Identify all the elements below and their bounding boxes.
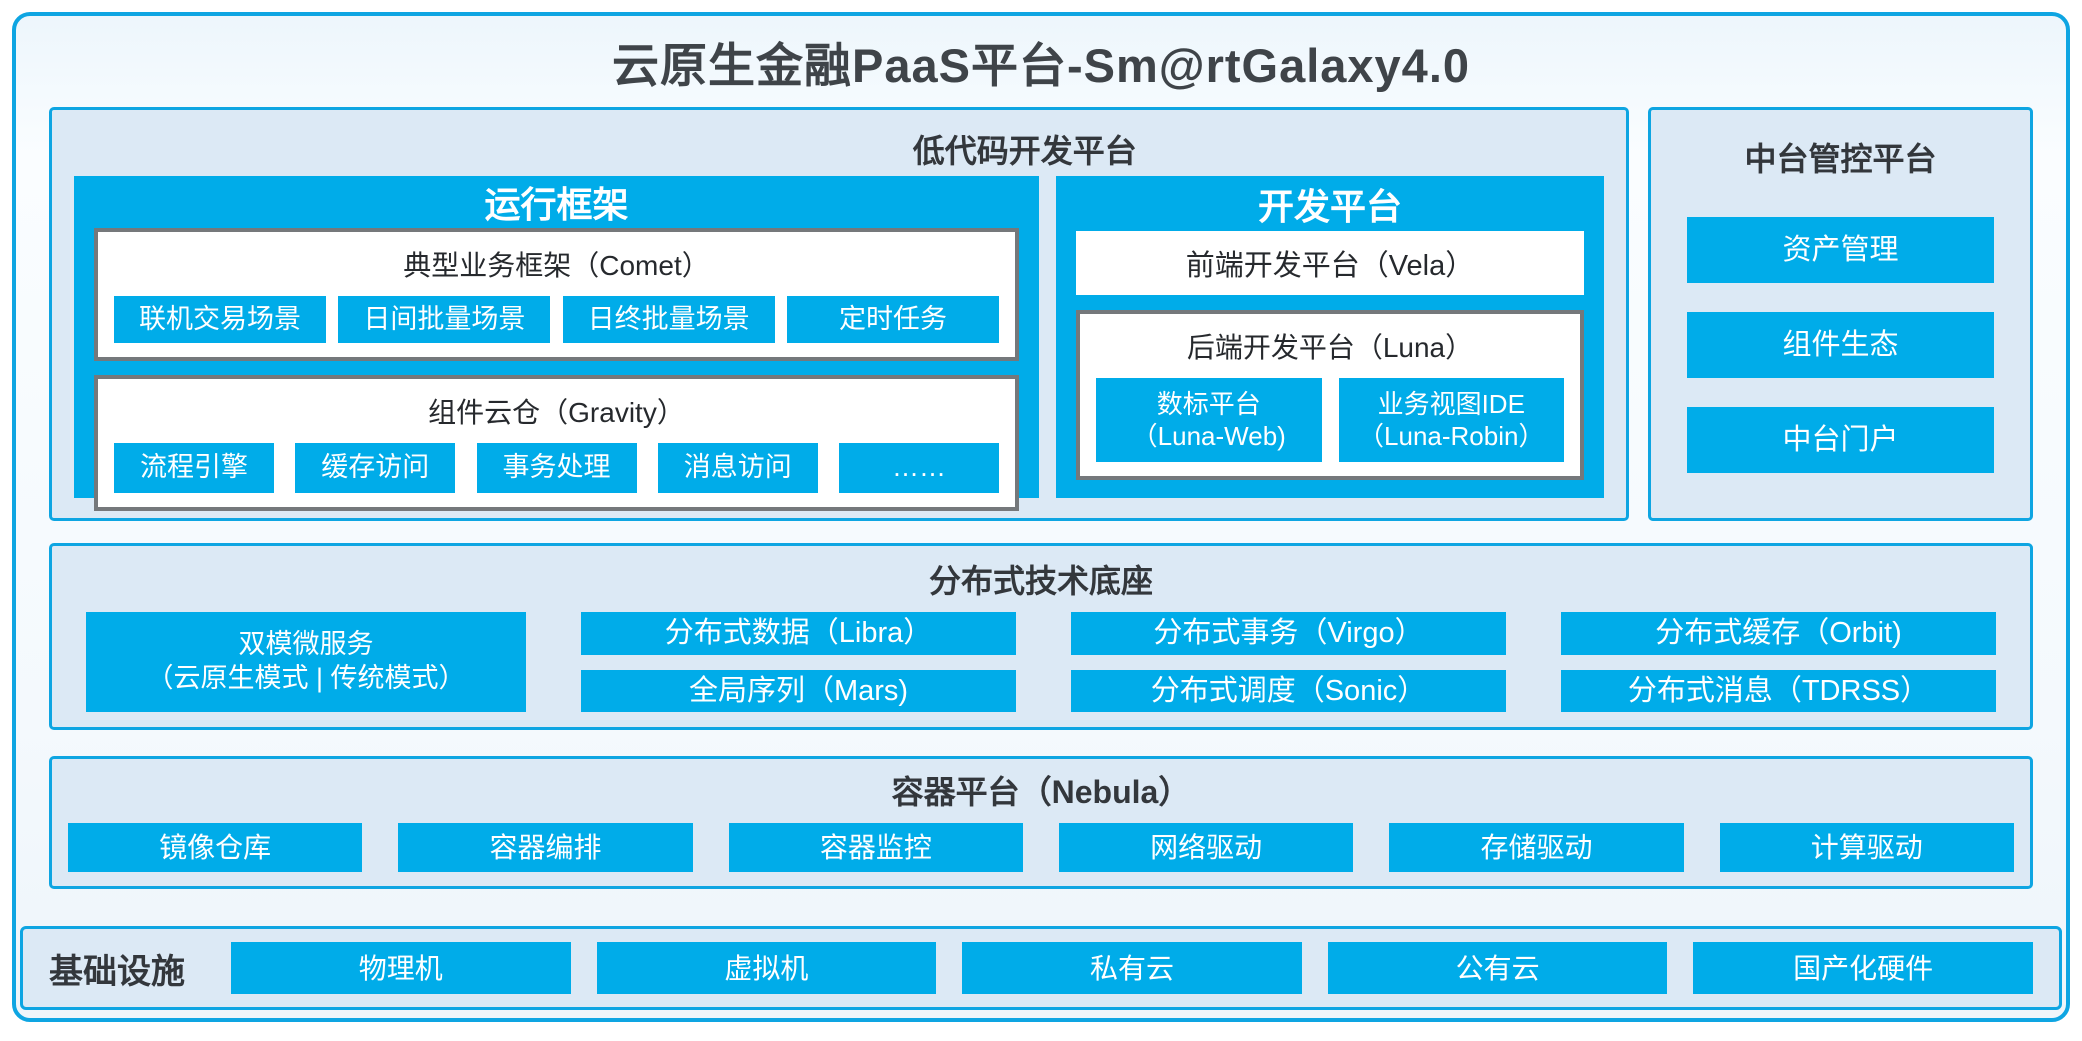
item-box-ellipsis: …… bbox=[839, 443, 999, 493]
group-title-comet: 典型业务框架（Comet） bbox=[403, 250, 710, 281]
gravity-items: 流程引擎 缓存访问 事务处理 消息访问 …… bbox=[114, 443, 999, 493]
container-items: 镜像仓库 容器编排 容器监控 网络驱动 存储驱动 计算驱动 bbox=[68, 823, 2014, 872]
low-code-body: 运行框架 典型业务框架（Comet） 联机交易场景 日间批量场景 日终批量场景 … bbox=[74, 176, 1604, 511]
item-label-line2: （Luna-Robin） bbox=[1358, 421, 1545, 451]
item-box: 流程引擎 bbox=[114, 443, 274, 493]
group-comet: 典型业务框架（Comet） 联机交易场景 日间批量场景 日终批量场景 定时任务 bbox=[94, 228, 1019, 361]
group-dev-platform: 开发平台 前端开发平台（Vela） 后端开发平台（Luna） 数标平台 （Lun… bbox=[1056, 176, 1604, 498]
section-title-mid-platform: 中台管控平台 bbox=[1744, 141, 1937, 177]
item-label-line1: 业务视图IDE bbox=[1377, 388, 1525, 419]
item-box-dual-mode: 双模微服务 （云原生模式 | 传统模式） bbox=[86, 612, 526, 712]
comet-items: 联机交易场景 日间批量场景 日终批量场景 定时任务 bbox=[114, 296, 999, 343]
item-box: 组件生态 bbox=[1687, 312, 1994, 378]
distributed-items: 双模微服务 （云原生模式 | 传统模式） 分布式数据（Libra） 分布式事务（… bbox=[86, 612, 1996, 712]
item-box: 分布式缓存（Orbit) bbox=[1561, 612, 1996, 655]
row-platforms: 低代码开发平台 运行框架 典型业务框架（Comet） 联机交易场景 日间批量场景… bbox=[49, 107, 2033, 521]
item-box: 物理机 bbox=[231, 942, 571, 994]
item-box-luna-web: 数标平台 （Luna-Web) bbox=[1096, 378, 1322, 462]
item-box: 镜像仓库 bbox=[68, 823, 363, 872]
group-gravity: 组件云仓（Gravity） 流程引擎 缓存访问 事务处理 消息访问 …… bbox=[94, 375, 1019, 511]
item-box: 分布式消息（TDRSS） bbox=[1561, 669, 1996, 712]
section-title-low-code: 低代码开发平台 bbox=[912, 133, 1137, 169]
item-box: 计算驱动 bbox=[1719, 823, 2014, 872]
diagram-content: 低代码开发平台 运行框架 典型业务框架（Comet） 联机交易场景 日间批量场景… bbox=[16, 107, 2066, 889]
section-title-distributed: 分布式技术底座 bbox=[928, 563, 1153, 599]
group-runtime-framework: 运行框架 典型业务框架（Comet） 联机交易场景 日间批量场景 日终批量场景 … bbox=[74, 176, 1039, 511]
page-title: 云原生金融PaaS平台-Sm@rtGalaxy4.0 bbox=[611, 39, 1471, 92]
item-box: 资产管理 bbox=[1687, 217, 1994, 283]
section-title-infrastructure: 基础设施 bbox=[49, 952, 185, 991]
item-label-line2: （云原生模式 | 传统模式） bbox=[146, 663, 466, 693]
item-box: 容器编排 bbox=[398, 823, 693, 872]
item-box: 定时任务 bbox=[786, 296, 999, 343]
item-box: 日终批量场景 bbox=[562, 296, 775, 343]
diagram-canvas: 云原生金融PaaS平台-Sm@rtGalaxy4.0 低代码开发平台 运行框架 … bbox=[12, 12, 2070, 1022]
item-box: 日间批量场景 bbox=[338, 296, 551, 343]
item-box: 容器监控 bbox=[728, 823, 1023, 872]
mid-platform-items: 资产管理 组件生态 中台门户 bbox=[1687, 188, 1994, 502]
item-label-line2: （Luna-Web) bbox=[1131, 421, 1286, 451]
item-box: 存储驱动 bbox=[1389, 823, 1684, 872]
item-box-vela: 前端开发平台（Vela） bbox=[1076, 231, 1584, 295]
panel-mid-platform: 中台管控平台 资产管理 组件生态 中台门户 bbox=[1648, 107, 2033, 521]
section-title-container: 容器平台（Nebula） bbox=[891, 774, 1191, 810]
item-box: 公有云 bbox=[1327, 942, 1668, 994]
group-title-gravity: 组件云仓（Gravity） bbox=[428, 397, 685, 428]
luna-items: 数标平台 （Luna-Web) 业务视图IDE （Luna-Robin） bbox=[1096, 378, 1564, 462]
group-title-dev: 开发平台 bbox=[1257, 185, 1402, 227]
panel-distributed-base: 分布式技术底座 双模微服务 （云原生模式 | 传统模式） 分布式数据（Libra… bbox=[49, 543, 2033, 730]
item-box: 事务处理 bbox=[476, 443, 637, 493]
item-label-line1: 数标平台 bbox=[1156, 388, 1261, 419]
item-label-line1: 双模微服务 bbox=[238, 629, 374, 660]
item-box: 私有云 bbox=[962, 942, 1302, 994]
item-box: 全局序列（Mars) bbox=[581, 669, 1016, 712]
item-box: 网络驱动 bbox=[1058, 823, 1354, 872]
item-box: 分布式事务（Virgo） bbox=[1071, 612, 1506, 655]
infrastructure-items: 物理机 虚拟机 私有云 公有云 国产化硬件 bbox=[231, 942, 2033, 994]
group-luna: 后端开发平台（Luna） 数标平台 （Luna-Web) 业务视图IDE （Lu… bbox=[1076, 310, 1584, 480]
panel-low-code: 低代码开发平台 运行框架 典型业务框架（Comet） 联机交易场景 日间批量场景… bbox=[49, 107, 1629, 521]
group-title-runtime: 运行框架 bbox=[484, 184, 629, 225]
item-box: 中台门户 bbox=[1687, 407, 1994, 473]
panel-infrastructure: 基础设施 物理机 虚拟机 私有云 公有云 国产化硬件 bbox=[20, 926, 2062, 1010]
item-box: 消息访问 bbox=[657, 443, 818, 493]
item-box: 缓存访问 bbox=[295, 443, 456, 493]
panel-container-platform: 容器平台（Nebula） 镜像仓库 容器编排 容器监控 网络驱动 存储驱动 计算… bbox=[49, 756, 2033, 889]
item-box: 分布式数据（Libra） bbox=[581, 612, 1016, 655]
item-box: 虚拟机 bbox=[596, 942, 937, 994]
item-box-luna-robin: 业务视图IDE （Luna-Robin） bbox=[1338, 378, 1564, 462]
item-box: 分布式调度（Sonic） bbox=[1071, 669, 1506, 712]
item-box: 联机交易场景 bbox=[114, 296, 326, 343]
group-title-luna: 后端开发平台（Luna） bbox=[1186, 332, 1474, 363]
item-box: 国产化硬件 bbox=[1693, 942, 2033, 994]
